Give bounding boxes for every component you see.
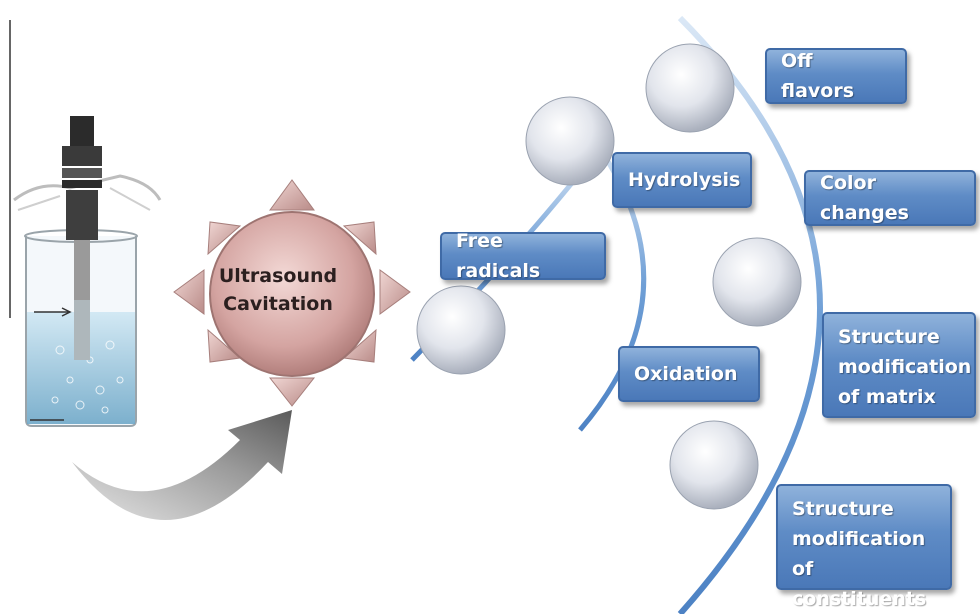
oxidation-box: Oxidation — [618, 346, 760, 402]
bubble — [416, 285, 506, 375]
free-radicals-box: Free radicals — [440, 230, 606, 282]
hydrolysis-box: Hydrolysis — [612, 152, 752, 208]
outer-arc — [677, 15, 823, 614]
bubble — [525, 96, 615, 186]
free-radicals-label: Free radicals — [456, 230, 541, 282]
oxidation-label: Oxidation — [634, 363, 738, 385]
bubble — [645, 43, 735, 133]
structure-matrix-label: Structure modification of matrix — [838, 326, 972, 408]
curved-arrow-icon — [72, 410, 292, 520]
off-flavors-label: Off flavors — [781, 50, 855, 102]
bubble — [712, 237, 802, 327]
ultrasound-cavitation-label: Ultrasound Cavitation — [218, 265, 338, 315]
bubble-group — [416, 43, 802, 510]
color-changes-box: Color changes — [804, 170, 976, 226]
bubble — [669, 420, 759, 510]
ultrasonic-probe-beaker-icon — [13, 116, 162, 427]
off-flavors-box: Off flavors — [765, 48, 907, 104]
sun-burst-icon — [173, 179, 411, 407]
hydrolysis-label: Hydrolysis — [628, 169, 741, 191]
color-changes-label: Color changes — [820, 172, 909, 224]
structure-constituents-label: Structure modification of constituents — [792, 498, 927, 610]
structure-constituents-box: Structure modification of constituents — [776, 484, 952, 610]
structure-matrix-box: Structure modification of matrix — [822, 312, 976, 418]
